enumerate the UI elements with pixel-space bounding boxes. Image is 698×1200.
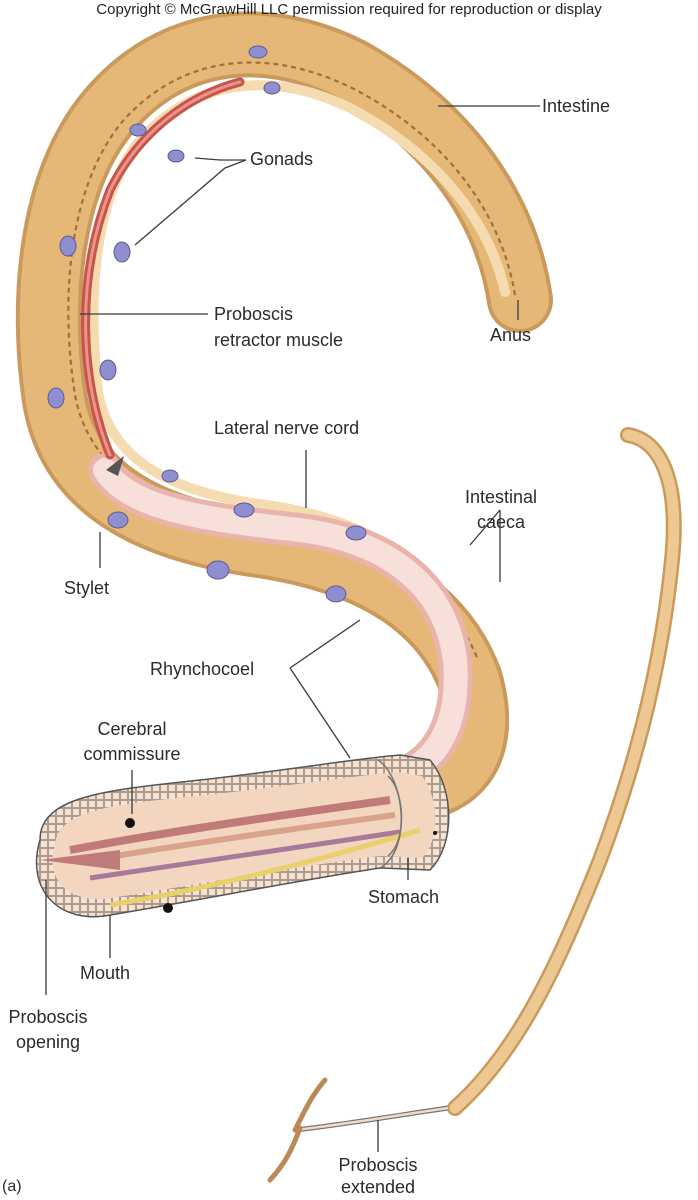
label-proboscis-opening-line2: opening: [15, 1032, 81, 1052]
label-proboscis-extended-line1: Proboscis: [338, 1155, 418, 1175]
stylet: [106, 456, 124, 476]
rhynchocoel-core: [93, 458, 468, 787]
label-intestinal-caeca-line2: caeca: [476, 512, 526, 532]
label-mouth: Mouth: [80, 963, 131, 983]
proboscis-extended-figure: [267, 427, 682, 1183]
label-stomach: Stomach: [368, 887, 440, 907]
label-intestinal-caeca-line1: Intestinal: [464, 487, 538, 507]
label-lateral-nerve-cord: Lateral nerve cord: [214, 418, 360, 438]
worm-body: [15, 11, 553, 823]
head-section: [35, 754, 450, 918]
label-gonads: Gonads: [250, 149, 314, 169]
proboscis-tip: [267, 1077, 328, 1183]
label-stylet: Stylet: [64, 578, 110, 598]
nerve-cord-yellow: [109, 827, 421, 908]
gonads: [47, 45, 367, 603]
label-intestine: Intestine: [542, 96, 611, 116]
label-proboscis-retractor-line2: retractor muscle: [214, 330, 344, 350]
label-cerebral-commissure-line1: Cerebral: [97, 719, 167, 739]
body-light-core: [88, 80, 510, 645]
label-proboscis-retractor-line1: Proboscis: [214, 304, 294, 324]
leader-lines: [45, 105, 540, 1152]
label-proboscis-extended-line2: extended: [340, 1177, 416, 1197]
label-proboscis-opening-line1: Proboscis: [8, 1007, 88, 1027]
copyright-notice: Copyright © McGrawHill LLC permission re…: [96, 1, 602, 18]
label-rhynchocoel: Rhynchocoel: [150, 659, 255, 679]
panel-label: (a): [2, 1178, 22, 1195]
label-anus: Anus: [490, 325, 532, 345]
cerebral-ganglion: [125, 818, 135, 828]
label-cerebral-commissure-line2: commissure: [83, 744, 181, 764]
